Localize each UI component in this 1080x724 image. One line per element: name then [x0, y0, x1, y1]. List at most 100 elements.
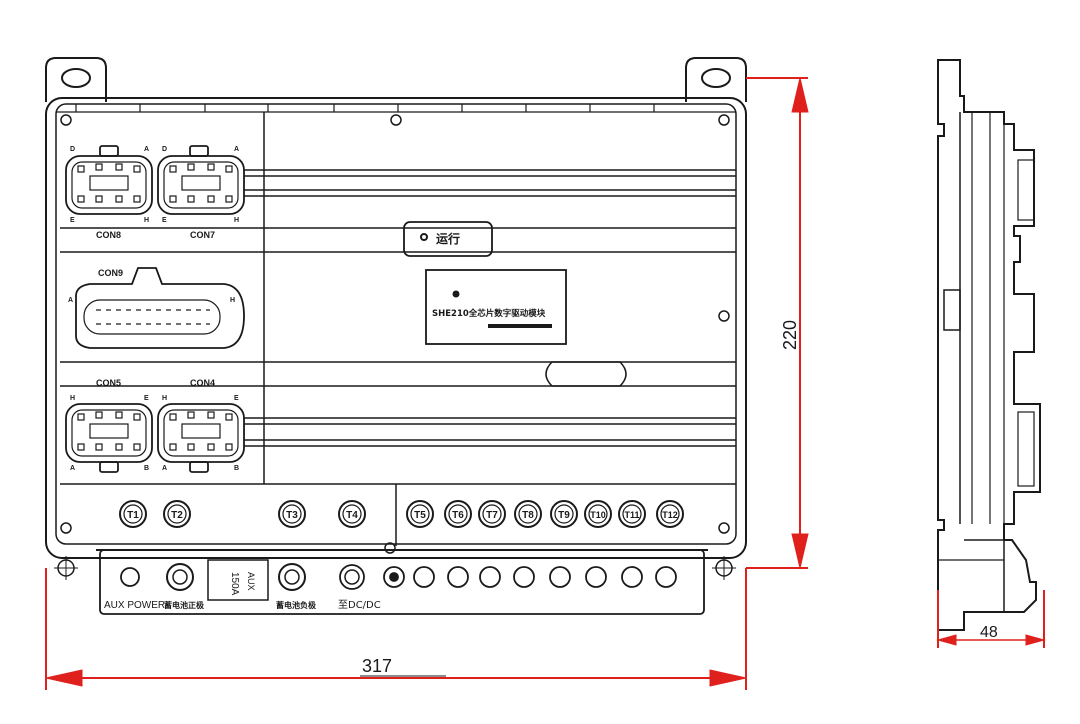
terminal-t7-inner [482, 504, 502, 524]
dimensions [45, 77, 1046, 690]
pin-con8-d: D [70, 146, 75, 153]
terminal-t12-label: T12 [662, 510, 678, 520]
terminal-t10-label: T10 [590, 510, 606, 520]
pin-con5-b: B [144, 465, 149, 472]
terminal-t3-inner [282, 504, 302, 524]
terminal-t6-inner [448, 504, 468, 524]
pin-con9-a: A [68, 297, 73, 304]
mount-hole-top-left [61, 68, 91, 88]
pin-con8-a: A [144, 146, 149, 153]
connector-con4 [157, 403, 245, 473]
label-con5: CON5 [96, 378, 121, 388]
terminal-t3-label: T3 [286, 510, 298, 521]
terminal-t8-inner [518, 504, 538, 524]
battery-negative-label: 蓄电池负极 [276, 600, 316, 610]
height-dimension: 220 [780, 320, 800, 350]
rail-pill [545, 361, 627, 387]
terminal-t10-inner [588, 504, 608, 524]
terminal-t4-label: T4 [346, 510, 358, 521]
width-arrow-right [709, 669, 747, 687]
fuse-block [207, 559, 269, 601]
pin-con7-a: A [234, 146, 239, 153]
pin-con4-b: B [234, 465, 239, 472]
terminal-t5-label: T5 [414, 510, 426, 521]
terminal-t9-inner [554, 504, 574, 524]
battery-negative-stud [278, 563, 306, 591]
pin-con4-h: H [162, 395, 167, 402]
pin-con7-d: D [162, 146, 167, 153]
height-arrow-bottom [791, 533, 809, 569]
aux-power-label: AUX POWER [104, 600, 165, 611]
mount-tab-top-right [685, 57, 747, 102]
aux-power-jack [120, 567, 140, 587]
pin-con4-a: A [162, 465, 167, 472]
module-body [45, 97, 747, 559]
terminal-t5-outer [406, 500, 434, 528]
terminal-t11-label: T11 [624, 510, 639, 520]
terminal-t4-inner [342, 504, 362, 524]
mount-hole-top-right [701, 68, 731, 88]
terminal-t2-label: T2 [171, 510, 183, 521]
terminal-t2-outer [163, 500, 191, 528]
terminal-t11-outer [618, 500, 646, 528]
label-dot-icon [452, 290, 460, 298]
width-dimension: 317 [362, 656, 392, 676]
pin-con5-e: E [144, 395, 149, 402]
screws [60, 114, 730, 534]
terminal-t4-outer [338, 500, 366, 528]
terminal-t12-inner [660, 504, 680, 524]
rails [60, 169, 736, 485]
top-ribs [56, 104, 736, 113]
depth-dimension: 48 [980, 624, 998, 641]
depth-arrow-left [936, 634, 957, 646]
connector-con8 [65, 145, 153, 215]
connector-con5 [65, 403, 153, 473]
battery-positive-label: 蓄电池正极 [164, 600, 204, 610]
terminal-t6-label: T6 [452, 510, 464, 521]
pin-con7-h: H [234, 217, 239, 224]
output-jacks [383, 566, 677, 588]
terminal-t8-outer [514, 500, 542, 528]
terminal-t1-outer [119, 500, 147, 528]
pin-con9-h: H [230, 297, 235, 304]
terminal-t10-outer [584, 500, 612, 528]
run-indicator-box [403, 221, 493, 257]
front-labels: CON8 CON7 CON9 CON5 CON4 D A E H D A E H… [68, 146, 546, 611]
width-arrow-left [45, 669, 83, 687]
dcdc-jack [339, 564, 365, 590]
dimension-labels: 317 220 48 [362, 320, 998, 676]
terminal-t6-outer [444, 500, 472, 528]
label-con9: CON9 [98, 268, 123, 278]
product-label: SHE210全芯片数字驱动模块 [432, 308, 546, 319]
pin-con7-e: E [162, 217, 167, 224]
terminal-t5-inner [410, 504, 430, 524]
label-con4: CON4 [190, 378, 215, 388]
pin-con4-e: E [234, 395, 239, 402]
terminal-t12-outer [656, 500, 684, 528]
fuse-label: 150A [229, 572, 240, 596]
front-view [45, 57, 747, 615]
run-led-icon [420, 233, 428, 241]
dcdc-label: 至DC/DC [338, 599, 381, 611]
pin-con8-e: E [70, 217, 75, 224]
height-arrow-top [791, 77, 809, 113]
terminal-t9-label: T9 [558, 510, 570, 521]
terminal-t9-outer [550, 500, 578, 528]
side-view [937, 59, 1041, 631]
pin-con8-h: H [144, 217, 149, 224]
terminal-t1-inner [123, 504, 143, 524]
label-con7: CON7 [190, 230, 215, 240]
terminal-t7-outer [478, 500, 506, 528]
label-con8: CON8 [96, 230, 121, 240]
terminal-t7-label: T7 [486, 510, 498, 521]
fuse-sub-label: AUX [246, 572, 256, 591]
pin-con5-h: H [70, 395, 75, 402]
connector-con9 [75, 267, 245, 349]
pin-con5-a: A [70, 465, 75, 472]
product-label-plate [425, 269, 567, 345]
connector-con7 [157, 145, 245, 215]
terminal-t1-label: T1 [127, 510, 139, 521]
